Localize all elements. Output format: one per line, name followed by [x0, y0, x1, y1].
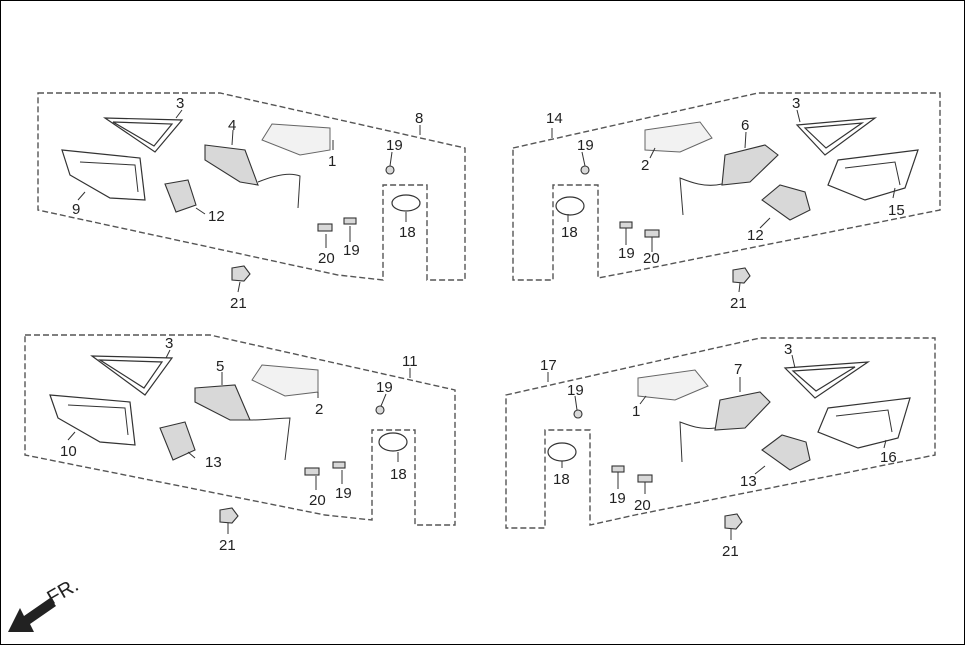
turn-lamp-part	[714, 391, 771, 431]
socket-part	[164, 179, 197, 213]
callout-19: 19	[577, 137, 594, 154]
callout-7: 7	[734, 361, 742, 378]
screw-part	[332, 461, 346, 469]
lens-frame-part	[783, 361, 871, 399]
screw-part	[385, 165, 395, 175]
nut-part	[732, 267, 751, 284]
callout-15: 15	[888, 202, 905, 219]
callout-18: 18	[553, 471, 570, 488]
lens-part	[261, 123, 331, 156]
callout-19: 19	[335, 485, 352, 502]
socket-part	[761, 184, 811, 221]
front-direction-indicator: FR.	[8, 574, 82, 632]
socket-part	[159, 421, 196, 461]
bulb-part	[555, 196, 585, 216]
callout-3: 3	[784, 341, 792, 358]
callout-18: 18	[561, 224, 578, 241]
callout-13: 13	[740, 473, 757, 490]
callout-8: 8	[415, 110, 423, 127]
screw-part	[317, 223, 333, 232]
callout-21: 21	[219, 537, 236, 554]
panel-top-left: 8 3 4 1 9 12 19 20 19 18 21	[37, 92, 466, 312]
panel-top-right: 14 3 6 2 19 18 19 20 12 15 21	[512, 92, 941, 312]
panel-bottom-left: 11 3 5 2 10 13 19 20 19 18 21	[24, 334, 456, 554]
lens-frame-part	[90, 355, 174, 396]
callout-11: 11	[402, 353, 418, 370]
callout-1: 1	[632, 403, 640, 420]
callout-2: 2	[315, 401, 323, 418]
callout-20: 20	[318, 250, 335, 267]
callout-14: 14	[546, 110, 563, 127]
callout-18: 18	[390, 466, 407, 483]
screw-part	[580, 165, 590, 175]
lens-part	[637, 369, 709, 401]
turn-lamp-part	[204, 144, 259, 186]
callout-19: 19	[386, 137, 403, 154]
callout-9: 9	[72, 201, 80, 218]
housing-part	[817, 397, 911, 449]
screw-part	[644, 229, 660, 238]
lens-frame-part	[102, 117, 184, 153]
callout-20: 20	[643, 250, 660, 267]
callout-3: 3	[165, 335, 173, 352]
callout-10: 10	[60, 443, 77, 460]
turn-lamp-part	[721, 144, 779, 186]
screw-part	[611, 465, 625, 473]
screw-part	[637, 474, 653, 483]
socket-part	[761, 434, 811, 471]
callout-5: 5	[216, 358, 224, 375]
callout-21: 21	[730, 295, 747, 312]
callout-13: 13	[205, 454, 222, 471]
callout-3: 3	[176, 95, 184, 112]
screw-part	[573, 409, 583, 419]
callout-1: 1	[328, 153, 336, 170]
callout-19: 19	[567, 382, 584, 399]
callout-21: 21	[230, 295, 247, 312]
nut-part	[231, 265, 251, 282]
front-arrow-icon	[8, 598, 56, 632]
bulb-part	[547, 442, 577, 462]
nut-part	[219, 507, 239, 524]
callout-19: 19	[376, 379, 393, 396]
housing-part	[49, 394, 136, 446]
nut-part	[724, 513, 743, 530]
screw-part	[343, 217, 357, 225]
turn-lamp-part	[194, 384, 251, 421]
callout-19: 19	[609, 490, 626, 507]
callout-20: 20	[309, 492, 326, 509]
callout-6: 6	[741, 117, 749, 134]
lens-part	[251, 364, 319, 397]
housing-part	[827, 149, 919, 201]
callout-2: 2	[641, 157, 649, 174]
callout-3: 3	[792, 95, 800, 112]
callout-20: 20	[634, 497, 651, 514]
bulb-part	[391, 194, 421, 212]
callout-21: 21	[722, 543, 739, 560]
lens-frame-part	[795, 117, 878, 156]
screw-part	[375, 405, 385, 415]
callout-4: 4	[228, 117, 236, 134]
callout-18: 18	[399, 224, 416, 241]
panel-bottom-right: 17 3 7 1 19 18 19 20 13 16 21	[505, 337, 936, 560]
callout-19: 19	[618, 245, 635, 262]
screw-part	[619, 221, 633, 229]
callout-12: 12	[208, 208, 225, 225]
callout-12: 12	[747, 227, 764, 244]
housing-part	[61, 149, 146, 201]
bulb-part	[378, 432, 408, 452]
callout-17: 17	[540, 357, 557, 374]
lens-part	[644, 121, 713, 153]
callout-16: 16	[880, 449, 897, 466]
callout-19: 19	[343, 242, 360, 259]
screw-part	[304, 467, 320, 476]
